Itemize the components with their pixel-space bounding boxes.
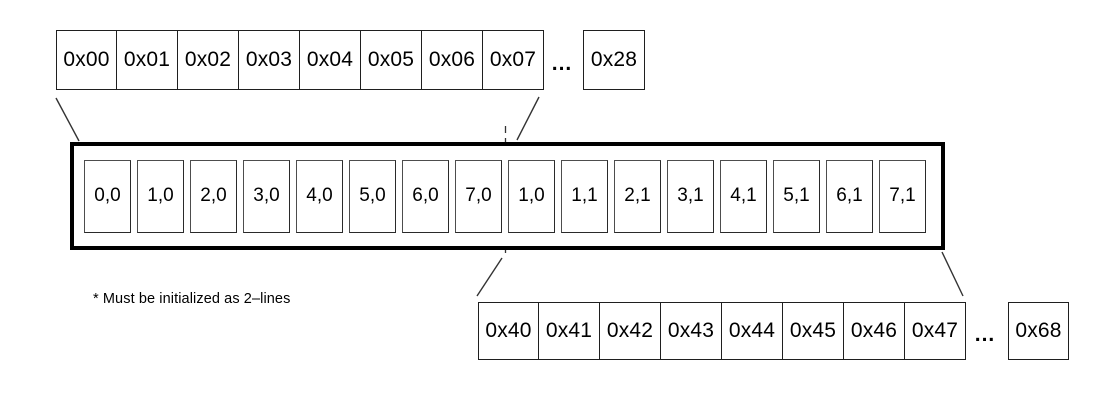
- bottom-address-cell: 0x46: [844, 302, 905, 360]
- display-line-frame: 0,0 1,0 2,0 3,0 4,0 5,0 6,0 7,0 1,0 1,1 …: [70, 142, 945, 250]
- bottom-address-cell: 0x40: [478, 302, 539, 360]
- char-cell: 0,0: [84, 159, 131, 233]
- top-address-tail-cell: 0x28: [583, 30, 645, 90]
- top-address-cell: 0x06: [422, 30, 483, 90]
- char-cell: 3,1: [667, 159, 714, 233]
- top-address-cell: 0x03: [239, 30, 300, 90]
- top-address-cell: 0x01: [117, 30, 178, 90]
- top-address-cell: 0x04: [300, 30, 361, 90]
- top-address-cell: 0x07: [483, 30, 544, 90]
- char-cell: 1,0: [508, 159, 555, 233]
- char-cell: 5,1: [773, 159, 820, 233]
- char-cell: 2,0: [190, 159, 237, 233]
- bottom-address-tail-cell: 0x68: [1008, 302, 1069, 360]
- char-cell: 7,0: [455, 159, 502, 233]
- bottom-address-cell: 0x47: [905, 302, 966, 360]
- top-address-cell: 0x00: [56, 30, 117, 90]
- top-row-ellipsis: ...: [551, 52, 573, 75]
- connector-top-left: [55, 97, 80, 142]
- connector-bottom-left: [476, 257, 503, 297]
- char-cell: 7,1: [879, 159, 926, 233]
- bottom-address-cell: 0x42: [600, 302, 661, 360]
- top-address-cell: 0x02: [178, 30, 239, 90]
- char-cell: 1,0: [137, 159, 184, 233]
- top-address-row: 0x00 0x01 0x02 0x03 0x04 0x05 0x06 0x07: [56, 30, 544, 90]
- connector-top-right: [516, 96, 540, 141]
- char-cell: 4,0: [296, 159, 343, 233]
- char-cell: 4,1: [720, 159, 767, 233]
- char-cell: 1,1: [561, 159, 608, 233]
- bottom-address-cell: 0x43: [661, 302, 722, 360]
- char-cell: 3,0: [243, 159, 290, 233]
- bottom-address-cell: 0x45: [783, 302, 844, 360]
- char-cell: 2,1: [614, 159, 661, 233]
- char-cell: 6,1: [826, 159, 873, 233]
- bottom-address-row: 0x40 0x41 0x42 0x43 0x44 0x45 0x46 0x47: [478, 302, 966, 360]
- bottom-address-cell: 0x41: [539, 302, 600, 360]
- bottom-address-cell: 0x44: [722, 302, 783, 360]
- top-address-cell: 0x05: [361, 30, 422, 90]
- char-cell: 6,0: [402, 159, 449, 233]
- footnote: * Must be initialized as 2–lines: [93, 291, 291, 307]
- bottom-row-ellipsis: ...: [974, 323, 996, 346]
- char-cell: 5,0: [349, 159, 396, 233]
- connector-bottom-right: [941, 251, 964, 297]
